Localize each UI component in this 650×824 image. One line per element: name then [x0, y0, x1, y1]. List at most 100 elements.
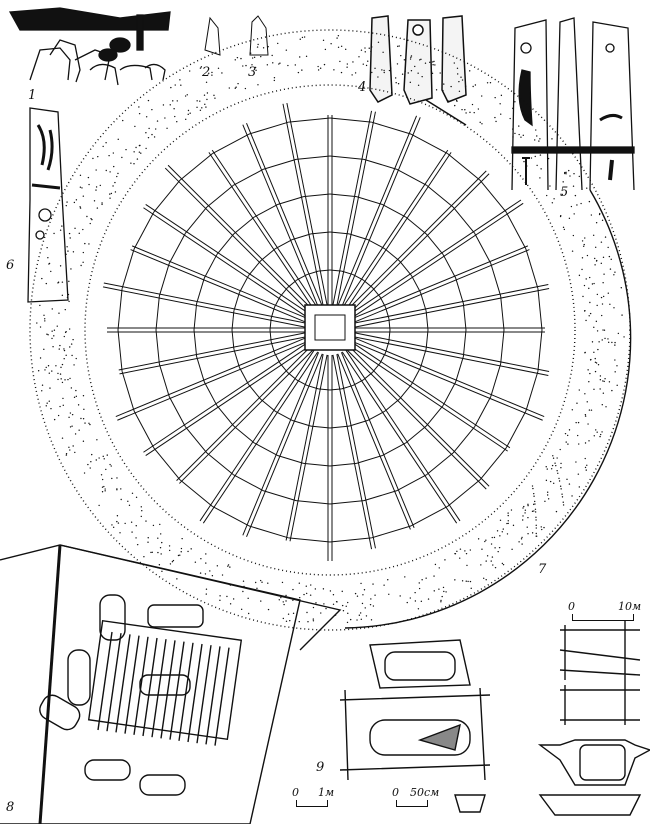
cross-log	[381, 442, 406, 457]
cross-log	[239, 367, 249, 385]
radial-log	[143, 341, 309, 453]
cross-log	[288, 117, 331, 123]
radial-log	[164, 167, 312, 315]
radial-log	[336, 111, 376, 306]
cross-log	[396, 474, 427, 492]
figure-label-3: 3	[248, 65, 257, 80]
stelae-elevations	[511, 17, 635, 191]
scale-bar-10m: 0 10м	[568, 600, 643, 621]
cross-log	[455, 356, 464, 383]
cross-log	[505, 410, 527, 449]
cross-log	[505, 211, 527, 250]
cross-log	[348, 233, 368, 240]
cross-log	[121, 248, 135, 289]
cross-log	[425, 329, 429, 350]
chamber-plan	[0, 544, 342, 824]
cross-log	[196, 277, 205, 304]
cross-log	[500, 329, 505, 364]
cross-log	[133, 410, 155, 449]
figure-label-9: 9	[316, 760, 325, 775]
cross-log	[303, 193, 331, 198]
radial-log	[341, 149, 449, 309]
cross-log	[405, 425, 427, 444]
cross-log	[462, 303, 467, 331]
radial-log	[145, 345, 311, 456]
radial-log	[332, 354, 373, 550]
cross-log	[420, 348, 427, 368]
cross-log	[248, 260, 262, 276]
figure-label-6: 6	[6, 258, 15, 273]
radial-log	[348, 173, 490, 315]
radial-log	[211, 149, 319, 309]
radial-log	[340, 117, 421, 308]
cross-log	[206, 452, 234, 476]
radial-log	[332, 110, 373, 306]
cross-log	[425, 405, 444, 427]
cross-log	[455, 277, 464, 304]
cross-log	[196, 356, 205, 383]
cross-log	[396, 168, 427, 186]
cross-log	[490, 363, 502, 397]
radial-log	[199, 349, 315, 522]
cross-log	[363, 490, 397, 502]
radial-log	[285, 354, 324, 541]
cross-log	[447, 479, 481, 507]
cross-log	[329, 155, 364, 160]
cross-log	[310, 425, 331, 429]
radial-log	[179, 348, 315, 484]
cross-log	[168, 396, 186, 427]
cross-log	[184, 206, 208, 234]
cross-log	[248, 121, 289, 135]
radial-log	[345, 349, 461, 522]
stone-figure-2	[204, 16, 221, 56]
cross-log	[231, 329, 235, 350]
cross-log	[452, 206, 476, 234]
cross-log	[462, 329, 467, 357]
figure-label-4: 4	[358, 80, 367, 95]
cross-log	[425, 233, 444, 255]
cross-log	[411, 275, 421, 293]
cross-log	[233, 216, 255, 235]
radial-log	[337, 353, 411, 530]
radial-log	[282, 103, 324, 306]
cross-log	[233, 425, 255, 444]
cross-log	[158, 363, 170, 397]
cross-log	[184, 426, 208, 454]
cross-log	[367, 411, 385, 421]
cross-log	[153, 447, 181, 481]
radial-log	[353, 249, 530, 323]
radial-log	[352, 340, 543, 421]
cross-log	[452, 426, 476, 454]
cross-log	[420, 292, 427, 312]
cross-log	[410, 133, 449, 155]
cross-log	[216, 233, 235, 255]
radial-log	[354, 284, 549, 324]
cross-log	[500, 296, 505, 331]
radial-log	[118, 332, 306, 371]
cross-log	[288, 537, 331, 543]
cross-log	[231, 310, 235, 331]
cross-log	[277, 455, 304, 464]
radial-log	[354, 287, 550, 328]
figure-label-8: 8	[6, 800, 15, 815]
cross-log	[384, 398, 400, 412]
cross-log	[371, 121, 412, 135]
cross-log	[356, 455, 383, 464]
cross-log	[239, 275, 249, 293]
radial-log	[289, 354, 328, 542]
cross-log	[479, 179, 507, 213]
cross-log	[179, 479, 213, 507]
cross-log	[254, 442, 279, 457]
cross-log	[371, 525, 412, 539]
cross-log	[153, 179, 181, 213]
radial-log	[345, 170, 487, 312]
cross-log	[329, 231, 350, 235]
cross-log	[329, 462, 357, 467]
radial-log	[354, 336, 549, 376]
radial-log	[340, 352, 415, 529]
cross-log	[303, 462, 331, 467]
cross-log	[398, 384, 412, 400]
outer-ring-edge	[344, 189, 632, 629]
cross-log	[211, 505, 250, 527]
inner-dotted-ring	[84, 84, 576, 576]
